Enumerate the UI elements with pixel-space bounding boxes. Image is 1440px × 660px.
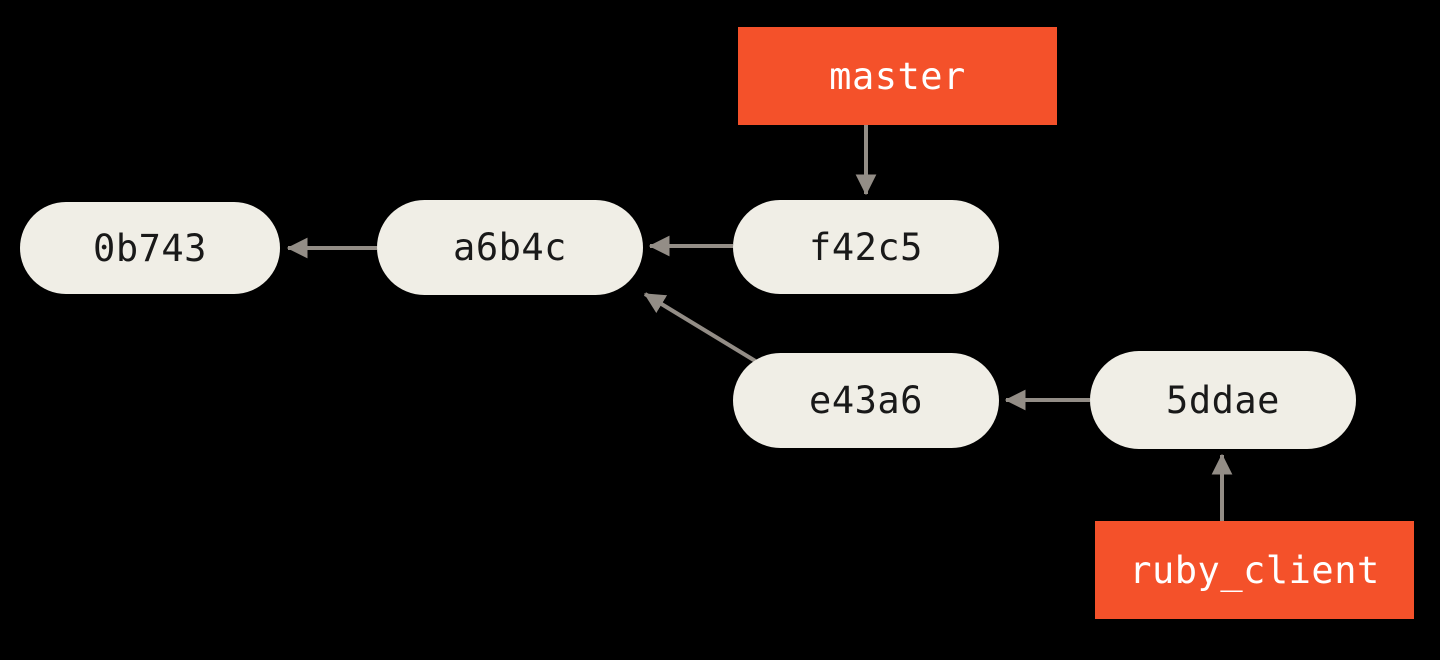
commit-label: 5ddae: [1166, 378, 1280, 422]
commit-node-a6b4c[interactable]: a6b4c: [377, 200, 643, 295]
commit-label: e43a6: [809, 379, 923, 422]
commit-node-5ddae[interactable]: 5ddae: [1090, 351, 1356, 449]
commit-label: 0b743: [93, 226, 207, 270]
commit-node-f42c5[interactable]: f42c5: [733, 200, 999, 294]
commit-label: a6b4c: [453, 226, 567, 269]
commit-label: f42c5: [809, 225, 923, 269]
commit-node-e43a6[interactable]: e43a6: [733, 353, 999, 448]
edge-e43a6-to-a6b4c: [643, 292, 759, 364]
branch-label: master: [829, 54, 966, 98]
branch-node-master[interactable]: master: [738, 27, 1057, 125]
commit-node-0b743[interactable]: 0b743: [20, 202, 280, 294]
branch-label: ruby_client: [1129, 548, 1380, 592]
branch-node-ruby-client[interactable]: ruby_client: [1095, 521, 1414, 619]
